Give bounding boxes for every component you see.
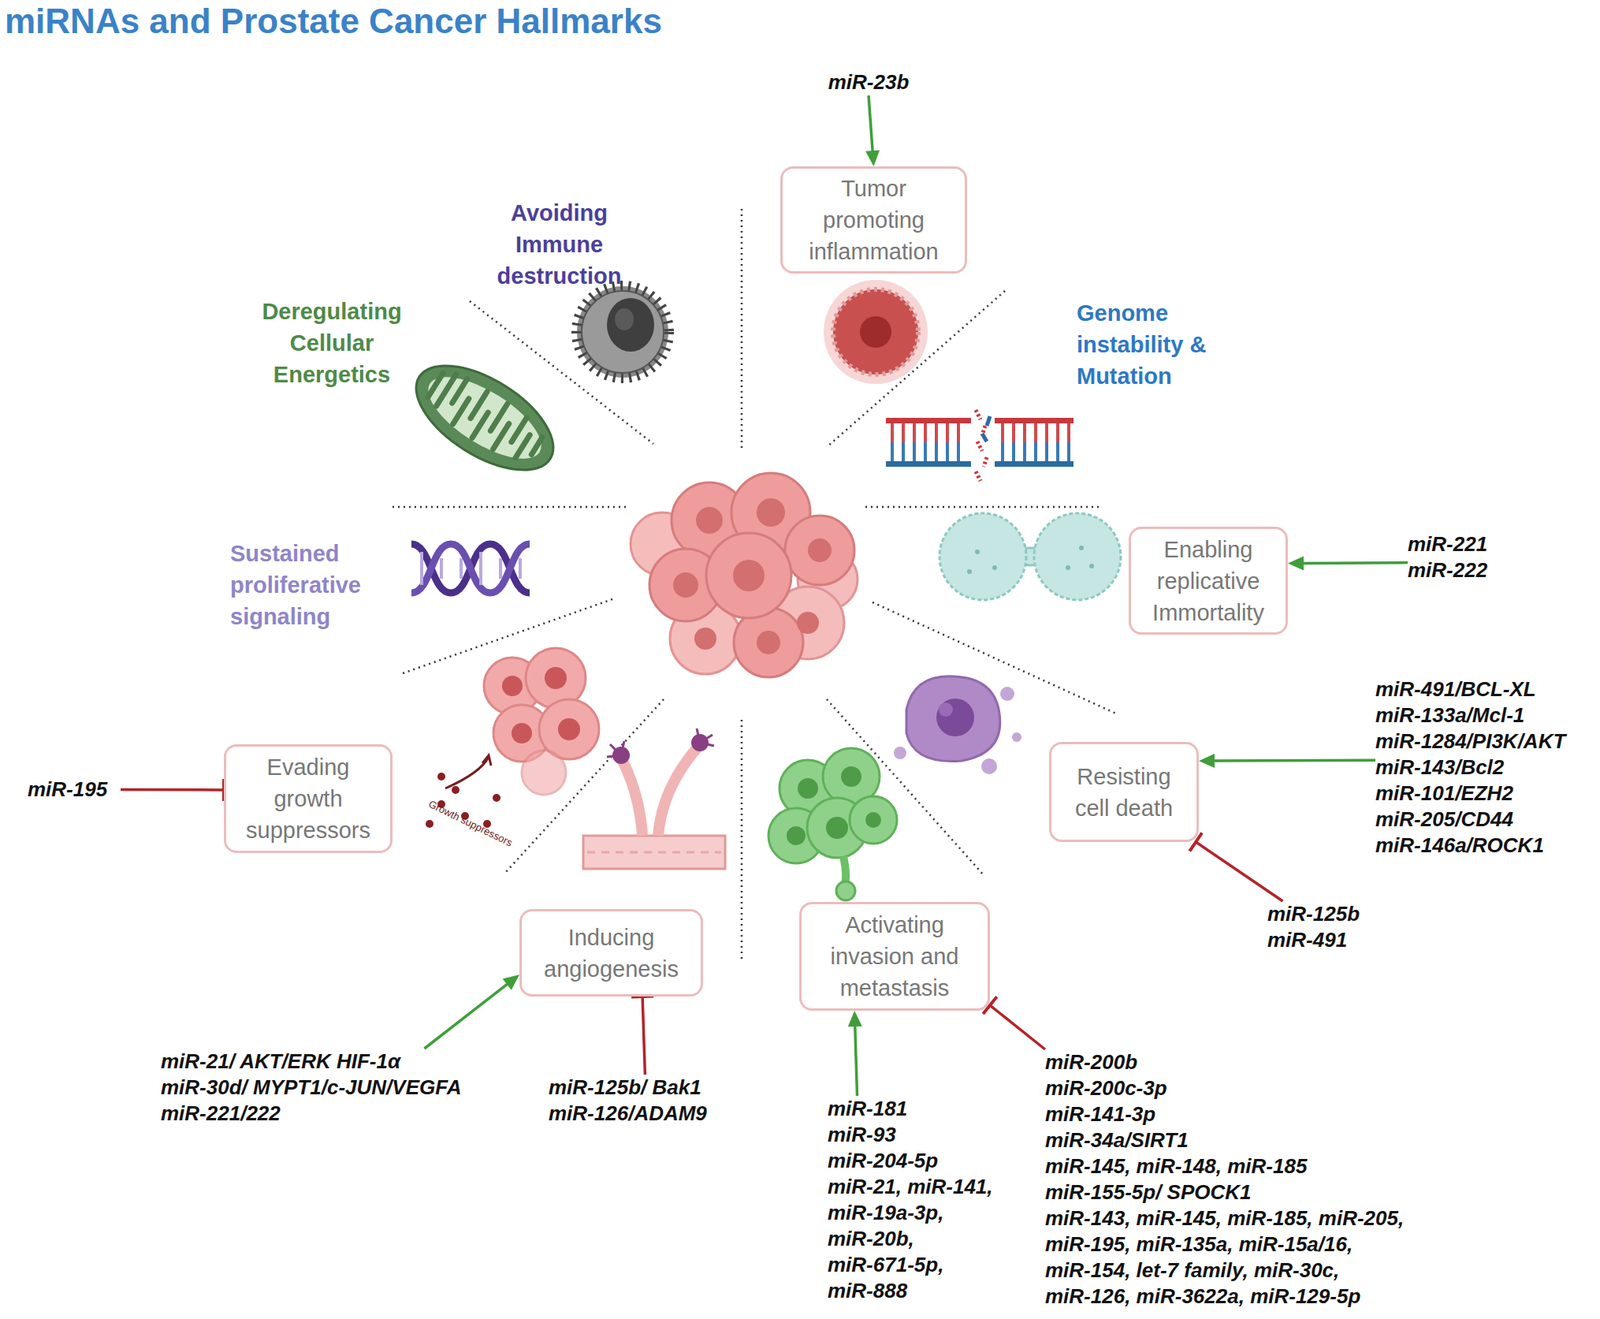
connector-line [1209, 759, 1376, 763]
hallmark-label: Sustained proliferative signaling [230, 537, 404, 633]
activation-arrow [424, 974, 520, 1049]
mirna-name: miR-195 [27, 776, 121, 803]
mirna-name: miR-125b [1267, 900, 1370, 927]
connector-line [855, 1021, 858, 1096]
mirna-name: miR-200c-3p [1045, 1075, 1455, 1102]
mirna-name: miR-491/BCL-XL [1375, 676, 1598, 703]
mirna-name: miR-143/Bcl2 [1375, 754, 1598, 781]
connector-line [120, 788, 224, 792]
mirna-list: miR-181miR-93miR-204-5pmiR-21, miR-141,m… [827, 1095, 1025, 1304]
mitochondrion-icon [398, 344, 570, 491]
mirna-name: miR-146a/ROCK1 [1375, 832, 1598, 859]
hallmark-name: Resisting cell death [1056, 760, 1191, 824]
activation-arrow [848, 1010, 863, 1096]
arrow-head [848, 1010, 863, 1027]
inhibition-connector [1189, 832, 1283, 901]
hallmark-box: Tumor promoting inflammation [780, 166, 968, 274]
mirna-name: miR-143, miR-145, miR-185, miR-205, [1045, 1205, 1455, 1232]
mirna-list: miR-195 [27, 776, 121, 803]
mirna-name: miR-888 [827, 1277, 1025, 1304]
immune-cell-icon [576, 286, 669, 378]
arrow-head [865, 149, 880, 167]
mirna-name: miR-34a/SIRT1 [1045, 1127, 1455, 1154]
mirna-name: miR-205/CD44 [1375, 806, 1598, 833]
hallmark-label: Deregulating Cellular Energetics [253, 295, 411, 391]
inhibition-connector [120, 778, 224, 801]
hallmark-box: Activating invasion and metastasis [799, 901, 990, 1011]
mirna-list: miR-23b [817, 69, 920, 96]
inhibition-connector [982, 996, 1046, 1050]
divider-lines [392, 208, 1118, 960]
mirna-list: miR-491/BCL-XLmiR-133a/Mcl-1miR-1284/PI3… [1375, 676, 1598, 859]
hallmark-box: Enabling replicative Immortality [1128, 526, 1288, 635]
hallmark-box: Resisting cell death [1049, 741, 1199, 842]
arrow-head [1198, 753, 1215, 768]
connector-line [1298, 561, 1408, 565]
dna-break-icon [885, 409, 1074, 481]
mirna-list: miR-21/ AKT/ERK HIF-1αmiR-30d/ MYPT1/c-J… [160, 1048, 508, 1127]
mirna-name: miR-155-5p/ SPOCK1 [1045, 1179, 1455, 1206]
blood-vessel-icon [583, 728, 726, 869]
connector-line [642, 996, 645, 1075]
figure-title: miRNAs and Prostate Cancer Hallmarks [4, 1, 663, 41]
mirna-name: miR-221/222 [160, 1100, 508, 1127]
mirna-name: miR-204-5p [827, 1147, 1025, 1174]
mirna-list: miR-221miR-222 [1407, 531, 1511, 584]
mirna-name: miR-30d/ MYPT1/c-JUN/VEGFA [160, 1074, 508, 1101]
mirna-name: miR-101/EZH2 [1375, 780, 1598, 807]
mirna-list: miR-125bmiR-491 [1267, 900, 1370, 953]
mirna-name: miR-491 [1267, 926, 1370, 953]
activation-arrow [865, 95, 880, 167]
central-tumor-icon [630, 472, 858, 678]
hallmark-label: Genome instability & Mutation [1076, 297, 1243, 392]
hallmark-box: Evading growth suppressors [223, 744, 393, 853]
hallmark-label: Avoiding Immune destruction [486, 197, 633, 292]
mirna-name: miR-154, let-7 family, miR-30c, [1045, 1257, 1455, 1284]
mirna-name: miR-126/ADAM9 [548, 1100, 738, 1127]
hallmark-box: Inducing angiogenesis [519, 908, 704, 997]
tumor-cell-cluster-icon [425, 647, 600, 828]
illustration-tag: Growth suppressors [426, 797, 517, 850]
activation-arrow [1287, 555, 1408, 570]
dna-helix-icon [411, 543, 530, 593]
metastasis-cluster-icon [768, 747, 897, 901]
hallmark-name: Activating invasion and metastasis [818, 908, 972, 1004]
mirna-name: miR-19a-3p, [827, 1199, 1025, 1226]
mirna-name: miR-221 [1407, 531, 1511, 558]
hallmark-name: Tumor promoting inflammation [795, 172, 953, 268]
hallmark-name: Inducing angiogenesis [532, 921, 691, 985]
inhibition-connector [631, 996, 654, 1075]
mirna-name: miR-133a/Mcl-1 [1375, 702, 1598, 729]
mirna-name: miR-93 [827, 1121, 1025, 1148]
mirna-name: miR-21, miR-141, [827, 1173, 1025, 1200]
apoptotic-cell-icon [893, 676, 1022, 774]
mirna-name: miR-145, miR-148, miR-185 [1045, 1153, 1455, 1180]
mirna-name: miR-222 [1407, 557, 1511, 584]
mirna-list: miR-200bmiR-200c-3pmiR-141-3pmiR-34a/SIR… [1045, 1049, 1455, 1310]
inflammation-cell-icon [823, 279, 928, 384]
mirna-name: miR-200b [1045, 1049, 1455, 1076]
activation-arrow [1198, 753, 1376, 768]
mirna-name: miR-671-5p, [827, 1251, 1025, 1278]
mirna-name: miR-20b, [827, 1225, 1025, 1252]
connector-line [868, 95, 873, 156]
arrow-head [502, 974, 520, 990]
mirna-name: miR-141-3p [1045, 1101, 1455, 1128]
mirna-name: miR-125b/ Bak1 [548, 1074, 738, 1101]
hallmark-name: Enabling replicative Immortality [1137, 533, 1280, 629]
arrow-head [1287, 555, 1304, 570]
connector-line [989, 1004, 1046, 1050]
mirna-name: miR-126, miR-3622a, miR-129-5p [1045, 1283, 1455, 1310]
mirna-name: miR-181 [827, 1095, 1025, 1122]
mirna-name: miR-195, miR-135a, miR-15a/16, [1045, 1231, 1455, 1258]
mirna-name: miR-1284/PI3K/AKT [1375, 728, 1598, 755]
mirna-name: miR-21/ AKT/ERK HIF-1α [160, 1048, 508, 1075]
connector-line [1195, 841, 1283, 901]
connector-line [424, 981, 511, 1049]
mirna-list: miR-125b/ Bak1miR-126/ADAM9 [548, 1074, 738, 1127]
hallmark-name: Evading growth suppressors [235, 751, 382, 846]
mirna-name: miR-23b [817, 69, 920, 96]
dividing-cell-icon [939, 513, 1121, 600]
